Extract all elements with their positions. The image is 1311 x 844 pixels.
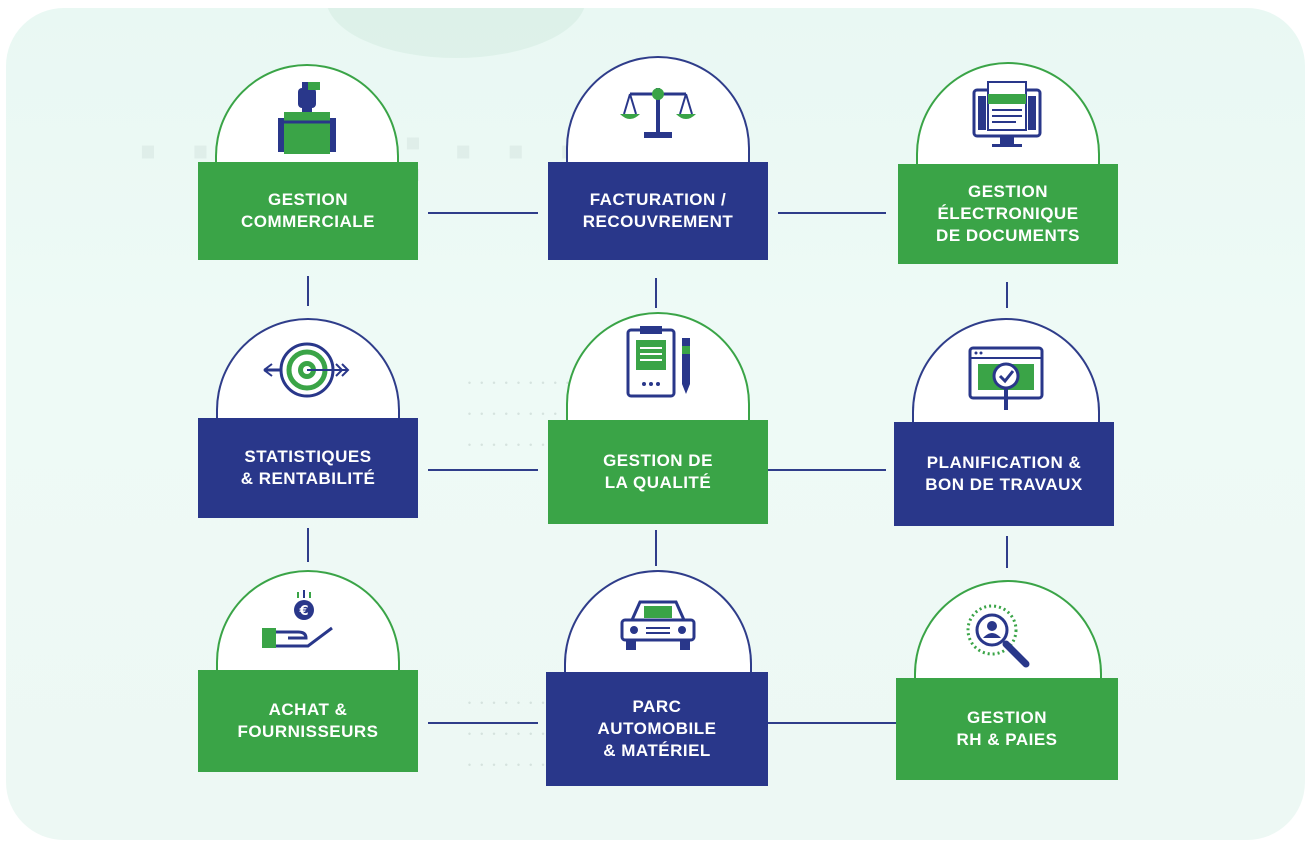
connector-statistiques-achat xyxy=(307,528,309,562)
car-icon xyxy=(620,600,696,650)
connector-facturation-qualite xyxy=(655,278,657,308)
background-blob xyxy=(326,8,586,58)
connector-qualite-parc xyxy=(655,530,657,566)
connector-commerciale-statistiques xyxy=(307,276,309,306)
target-icon xyxy=(263,342,350,398)
node-label: GESTION RH & PAIES xyxy=(896,678,1118,780)
handshake-icon xyxy=(278,82,336,154)
browser-check-icon xyxy=(968,346,1044,410)
node-label: PARC AUTOMOBILE & MATÉRIEL xyxy=(546,672,768,786)
document-monitor-icon xyxy=(972,81,1042,147)
svg-text:€: € xyxy=(298,604,308,619)
connector-facturation-ged xyxy=(778,212,886,214)
node-label: GESTION COMMERCIALE xyxy=(198,162,418,260)
connector-commerciale-facturation xyxy=(428,212,538,214)
connector-parc-rh xyxy=(768,722,896,724)
node-label: GESTION ÉLECTRONIQUE DE DOCUMENTS xyxy=(898,164,1118,264)
node-label: PLANIFICATION & BON DE TRAVAUX xyxy=(894,422,1114,526)
clipboard-icon xyxy=(626,326,690,398)
coin-hand-icon: € xyxy=(262,590,333,648)
node-label: STATISTIQUES & RENTABILITÉ xyxy=(198,418,418,518)
scales-icon xyxy=(620,88,696,138)
connector-qualite-planification xyxy=(768,469,886,471)
node-label: GESTION DE LA QUALITÉ xyxy=(548,420,768,524)
person-search-icon xyxy=(966,604,1030,668)
connector-planification-rh xyxy=(1006,536,1008,568)
connector-ged-planification xyxy=(1006,282,1008,308)
connector-achat-parc xyxy=(428,722,538,724)
node-label: ACHAT & FOURNISSEURS xyxy=(198,670,418,772)
connector-statistiques-qualite xyxy=(428,469,538,471)
node-label: FACTURATION / RECOUVREMENT xyxy=(548,162,768,260)
